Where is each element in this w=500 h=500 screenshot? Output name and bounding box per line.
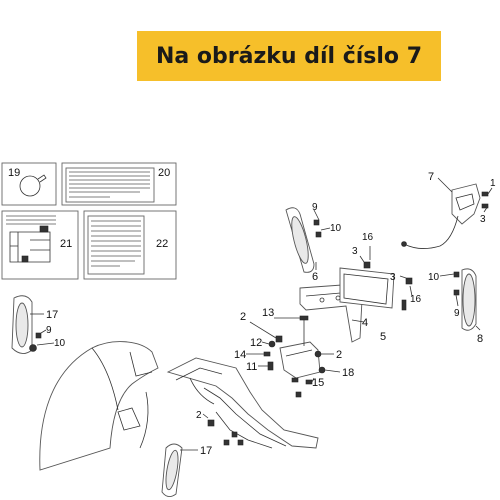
bottom-reflector-group: 2 17 xyxy=(161,410,244,497)
callout-2-bottom: 2 xyxy=(196,410,202,421)
callout-16-right: 16 xyxy=(410,294,422,305)
callout-15: 15 xyxy=(312,377,324,389)
callout-8: 8 xyxy=(477,333,483,345)
callout-17-bottom: 17 xyxy=(200,445,212,457)
box-20-label: 20 xyxy=(61,162,177,206)
callout-11: 11 xyxy=(246,361,257,373)
side-reflector-8: 10 9 8 xyxy=(428,268,483,345)
callout-9-right: 9 xyxy=(454,308,460,319)
callout-2-left: 2 xyxy=(240,311,246,323)
callout-10-top: 10 xyxy=(330,223,342,234)
callout-10-left: 10 xyxy=(54,338,66,349)
box-21-label: 21 xyxy=(1,210,79,280)
callout-16-left: 16 xyxy=(362,232,374,243)
callout-14: 14 xyxy=(234,349,246,361)
banner-text: Na obrázku díl číslo 7 xyxy=(155,43,423,69)
callout-3-left: 3 xyxy=(352,246,358,257)
mount-bracket-group: 13 2 12 14 11 2 18 15 xyxy=(234,307,354,398)
callout-6: 6 xyxy=(312,271,318,283)
callout-17-left: 17 xyxy=(46,309,58,321)
callout-7: 7 xyxy=(428,171,434,183)
inner-fender xyxy=(166,357,319,449)
side-reflector-6: 9 10 6 xyxy=(285,202,342,283)
mudguard xyxy=(39,341,159,471)
box-19-clamp: 19 xyxy=(1,162,57,206)
callout-12: 12 xyxy=(250,337,262,349)
callout-18: 18 xyxy=(342,367,354,379)
callout-13: 13 xyxy=(262,307,274,319)
callout-22: 22 xyxy=(156,238,168,250)
callout-9-left: 9 xyxy=(46,325,52,336)
left-reflector-group: 17 9 10 xyxy=(11,295,66,354)
callout-19: 19 xyxy=(8,167,20,179)
callout-9-top: 9 xyxy=(312,202,318,213)
plate-screws-left: 3 16 xyxy=(352,232,374,269)
license-plate: 5 xyxy=(339,267,395,343)
callout-10-right: 10 xyxy=(428,272,440,283)
callout-20: 20 xyxy=(158,167,170,179)
box-22-label: 22 xyxy=(83,210,177,280)
callout-1: 1 xyxy=(490,178,496,189)
license-lamp-7: 7 1 3 xyxy=(401,171,496,249)
callout-4: 4 xyxy=(362,317,368,329)
callout-3-top: 3 xyxy=(480,214,486,225)
callout-2-right: 2 xyxy=(336,349,342,361)
callout-21: 21 xyxy=(60,238,72,250)
plate-screws-right: 3 16 xyxy=(390,272,422,311)
callout-5: 5 xyxy=(380,331,386,343)
title-banner: Na obrázku díl číslo 7 xyxy=(137,31,441,81)
callout-3-right: 3 xyxy=(390,272,396,283)
